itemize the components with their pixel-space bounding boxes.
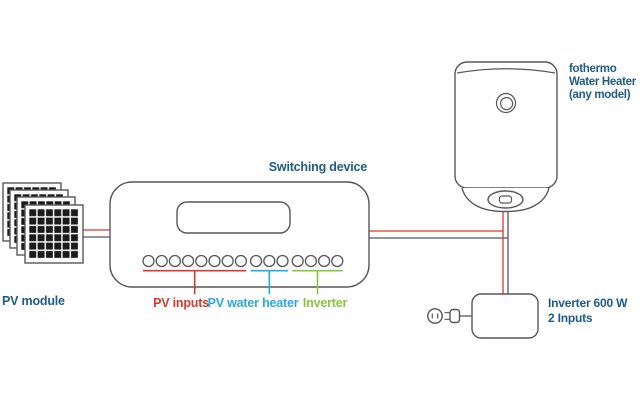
- terminal-group-label-pv-inputs: PV inputs: [153, 296, 209, 310]
- terminal-pv-inputs: [155, 254, 168, 268]
- connection-cover: [487, 190, 524, 209]
- thermostat-dial-icon: [495, 92, 517, 114]
- terminal-pv-inputs: [234, 254, 248, 268]
- terminal-pv-inputs: [195, 254, 208, 268]
- terminal-group-label-inverter: Inverter: [302, 296, 348, 310]
- switching-device-label: Switching device: [268, 160, 367, 174]
- terminal-inverter: [304, 254, 318, 268]
- terminal-inverter: [331, 254, 344, 268]
- switching-device-display: [176, 201, 291, 234]
- terminal-pv-inputs: [181, 254, 195, 268]
- inverter-box: [471, 293, 539, 339]
- inverter-label-line1: Inverter 600 W: [548, 296, 628, 310]
- water-heater-label-line2: Water Heater: [569, 76, 636, 88]
- terminal-pv-inputs: [168, 254, 182, 268]
- water-heater: [454, 61, 558, 213]
- power-plug-icon: [444, 308, 472, 324]
- terminal-inverter: [291, 254, 304, 268]
- terminal-pv-inputs: [208, 254, 221, 268]
- water-heater-label-line1: fothermo: [569, 63, 617, 75]
- terminal-inverter: [317, 254, 331, 268]
- water-heater-label-line3: (any model): [569, 89, 631, 101]
- terminal-pv-water-heater: [249, 254, 263, 268]
- terminal-row: [142, 254, 344, 294]
- pv-module-label: PV module: [2, 294, 65, 308]
- inverter-label: Inverter 600 W 2 Inputs: [548, 296, 627, 326]
- terminal-pv-inputs: [142, 254, 155, 268]
- pv-panel-1: [24, 204, 84, 264]
- terminal-pv-water-heater: [276, 254, 289, 268]
- pv-module-panels: [2, 182, 84, 264]
- inverter-label-line2: 2 Inputs: [548, 311, 593, 325]
- power-outlet-icon: [427, 308, 443, 324]
- water-heater-lid-seam: [456, 68, 556, 74]
- terminal-pv-inputs: [221, 254, 234, 268]
- terminal-pv-water-heater: [263, 254, 276, 268]
- terminal-group-label-pv-water-heater: PV water heater: [207, 296, 299, 310]
- water-heater-label: fothermo Water Heater (any model): [569, 63, 636, 102]
- switching-device-box: [109, 181, 370, 294]
